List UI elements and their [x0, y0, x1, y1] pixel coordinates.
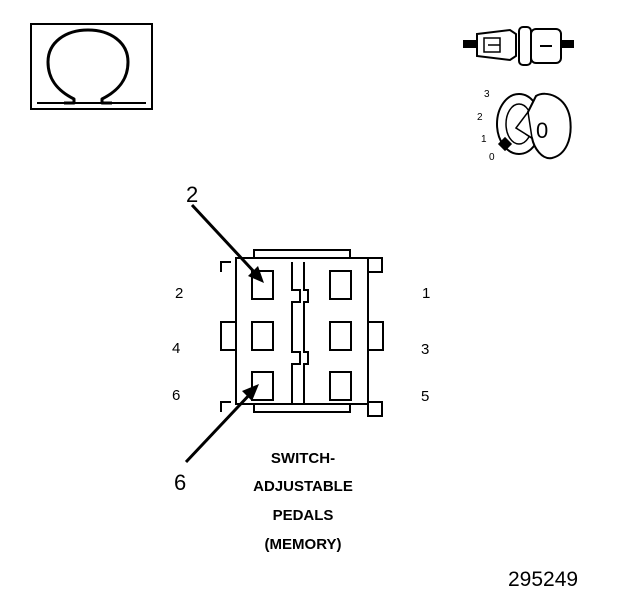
pin-cavity [329, 321, 352, 351]
ohm-symbol-icon [30, 23, 153, 110]
component-caption: SWITCH- ADJUSTABLE PEDALS (MEMORY) [253, 450, 353, 553]
pin-cavities [251, 270, 352, 401]
callout-label: 6 [174, 470, 186, 495]
key-digit-label: 0 [536, 118, 548, 143]
caption-line: ADJUSTABLE [253, 478, 353, 495]
key-position-label: 2 [477, 112, 483, 123]
connector-face [220, 249, 384, 417]
pin-cavity [251, 321, 274, 351]
key-position-label: 1 [481, 134, 487, 145]
pin-label: 3 [421, 341, 429, 358]
callout-arrow-2 [190, 203, 264, 283]
pin-cavity [251, 371, 274, 401]
caption-line: SWITCH- [271, 450, 335, 467]
pin-cavity [251, 270, 274, 300]
caption-line: PEDALS [273, 507, 334, 524]
pin-label: 2 [175, 285, 183, 302]
caption-line: (MEMORY) [265, 536, 342, 553]
pin-label: 1 [422, 285, 430, 302]
ignition-key-icon: 0 3 2 1 0 [477, 89, 572, 163]
pin-cavity [329, 371, 352, 401]
connector-plug-icon [463, 26, 574, 66]
key-position-label: 0 [489, 152, 495, 163]
callout-arrow-6 [184, 384, 259, 464]
pin-label: 4 [172, 340, 180, 357]
figure-number: 295249 [508, 568, 578, 591]
pin-label: 6 [172, 387, 180, 404]
callout-label: 2 [186, 182, 198, 207]
pin-cavity [329, 270, 352, 300]
pin-label: 5 [421, 388, 429, 405]
key-position-label: 3 [484, 89, 490, 100]
